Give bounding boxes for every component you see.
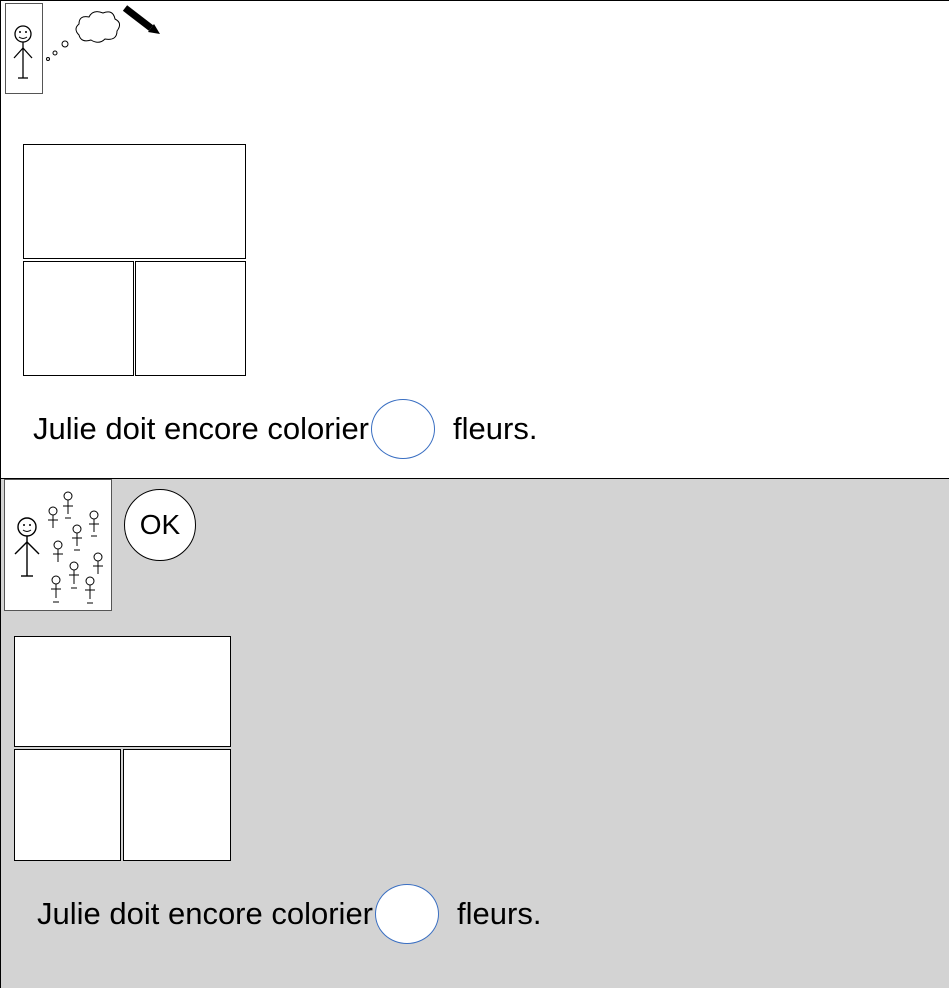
bar-model-top-box	[23, 144, 246, 259]
answer-input[interactable]	[371, 399, 435, 459]
sentence-end: fleurs.	[457, 896, 541, 932]
bar-model-left-box	[14, 749, 121, 861]
question-sentence: Julie doit encore colorier fleurs.	[37, 884, 541, 944]
answer-input[interactable]	[375, 884, 439, 944]
ok-button[interactable]: OK	[124, 489, 196, 561]
top-panel: Julie doit encore colorier fleurs.	[0, 0, 949, 479]
group-of-people-icon	[4, 479, 112, 611]
bar-model-left-box	[23, 261, 134, 376]
bar-model-right-box	[123, 749, 231, 861]
question-sentence: Julie doit encore colorier fleurs.	[33, 399, 537, 459]
thought-bubble-icon	[45, 5, 125, 65]
sentence-start: Julie doit encore colorier	[33, 411, 369, 447]
bar-model-right-box	[135, 261, 246, 376]
sentence-end: fleurs.	[453, 411, 537, 447]
stick-figure-icon	[5, 3, 43, 94]
bottom-panel: OK Julie doit encore colorier fleurs.	[0, 478, 949, 988]
pencil-icon	[121, 4, 163, 36]
bar-model-top-box	[14, 636, 231, 747]
sentence-start: Julie doit encore colorier	[37, 896, 373, 932]
